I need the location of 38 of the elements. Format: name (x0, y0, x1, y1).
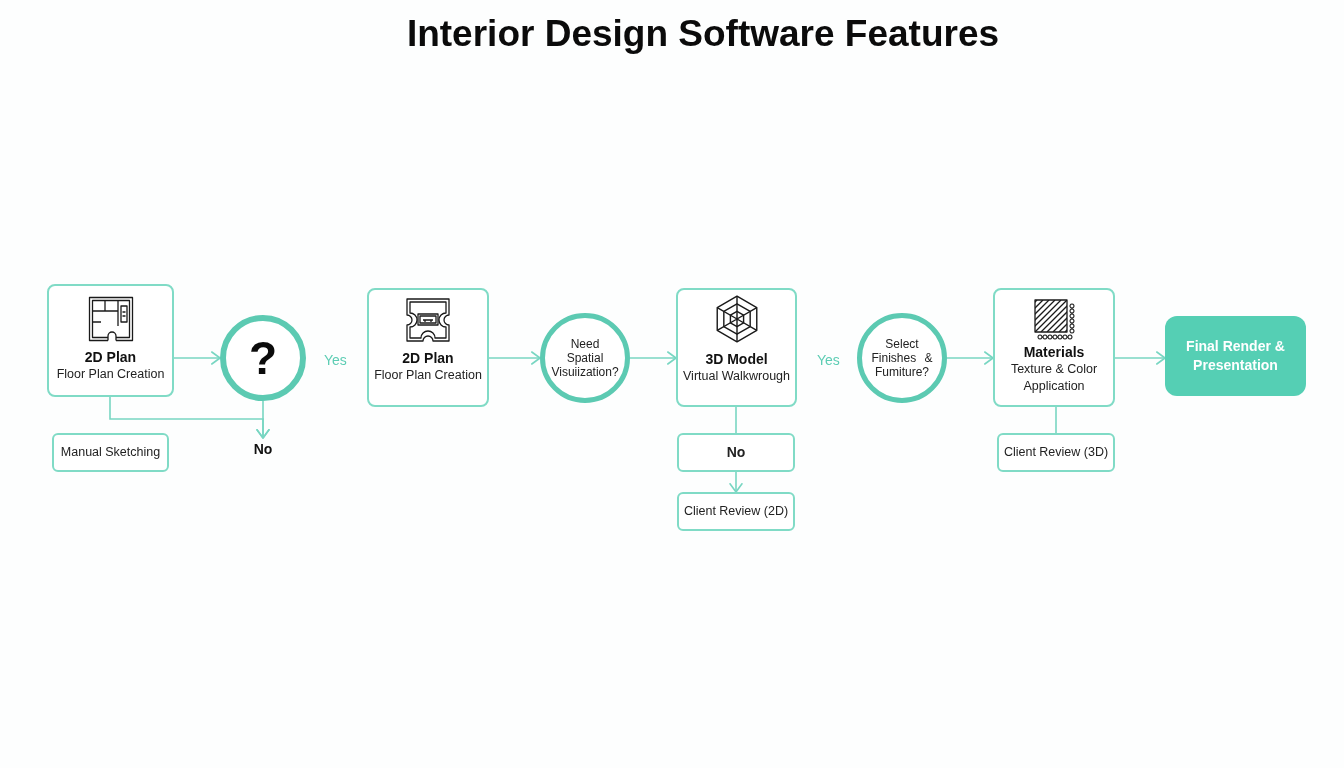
arrow (946, 351, 994, 365)
decision-text: Need Spatial Visuiization? (550, 337, 620, 379)
process-box (997, 433, 1115, 472)
node-subtitle: Virtual Walkwrough (683, 368, 790, 385)
process-card (47, 284, 174, 397)
node-subtitle: Texture & Color Application (1009, 361, 1099, 395)
node-text: No (726, 444, 746, 461)
node-text: Client Review (3D) (1003, 444, 1109, 461)
arrow (729, 471, 743, 493)
arrow (629, 351, 677, 365)
arrow (1114, 351, 1166, 365)
node-text: Manual Sketching (60, 444, 161, 461)
arrow (173, 351, 221, 365)
process-card (993, 288, 1115, 407)
diagram-title: Interior Design Software Features (406, 12, 1000, 56)
process-card (367, 288, 489, 407)
node-title: 2D Plan (84, 348, 137, 366)
final-step-box (1165, 316, 1306, 396)
node-subtitle: Floor Plan Creation (374, 367, 482, 384)
process-box (677, 433, 795, 472)
branch-label: Yes (324, 351, 347, 369)
node-text: Client Review (2D) (683, 503, 789, 520)
connector-line (735, 406, 737, 434)
arrow (488, 351, 541, 365)
decision-text: Select Finishes & Fumiture? (870, 337, 934, 379)
process-card (676, 288, 797, 407)
node-subtitle: Floor Plan Creation (56, 366, 165, 383)
question-mark: ? (248, 333, 278, 383)
node-title: 3D Model (705, 350, 768, 368)
node-text: Final Render & Presentation (1185, 337, 1286, 375)
branch-label: Yes (817, 351, 840, 369)
process-box (52, 433, 169, 472)
process-box (677, 492, 795, 531)
node-title: 2D Plan (402, 349, 454, 367)
connector-line (1055, 406, 1057, 434)
outcome-label: No (249, 438, 277, 460)
node-title: Materials (1023, 343, 1085, 361)
arrow (256, 400, 270, 439)
